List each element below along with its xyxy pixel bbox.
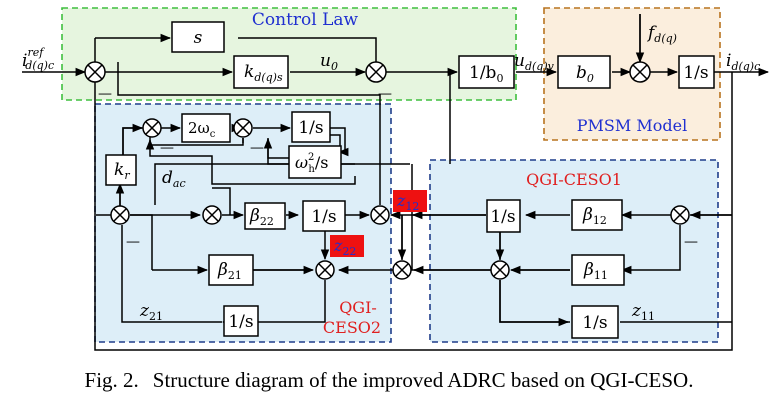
kds-label: kd(q)s bbox=[244, 62, 283, 84]
z12-highlight bbox=[393, 190, 427, 212]
beta22-block bbox=[244, 202, 286, 230]
integrator-upper-block bbox=[291, 111, 331, 143]
sum-junction bbox=[84, 61, 106, 83]
sum-junction bbox=[629, 61, 651, 83]
integrator-z21-label: 1/s bbox=[228, 312, 253, 332]
integrator-z22-block bbox=[302, 200, 346, 232]
kds-block bbox=[233, 55, 289, 89]
integrator-z11-block bbox=[571, 305, 619, 339]
ud-label: ud(q)v bbox=[514, 51, 555, 73]
sum-junction bbox=[110, 205, 130, 225]
sum-junction bbox=[392, 260, 412, 280]
inv-b0-block bbox=[458, 55, 515, 89]
u0-label: u0 bbox=[320, 51, 338, 73]
beta21-block bbox=[208, 254, 254, 286]
b0-block bbox=[557, 55, 611, 89]
z12-label: z12 bbox=[396, 191, 419, 213]
kr-block bbox=[105, 154, 137, 186]
wh2-block bbox=[288, 145, 342, 179]
minus-sign: — bbox=[98, 86, 112, 102]
z21-label: z21 bbox=[139, 301, 163, 323]
blocks bbox=[105, 21, 715, 339]
minus-signs: — — — — — — bbox=[98, 86, 698, 250]
sum-junction bbox=[370, 205, 390, 225]
beta21-label: β21 bbox=[217, 260, 242, 282]
sum-junction bbox=[142, 118, 162, 138]
minus-sign: — bbox=[684, 234, 698, 250]
figure-caption: Fig. 2. Structure diagram of the improved… bbox=[0, 368, 778, 393]
sum-junction bbox=[233, 118, 253, 138]
s-label: s bbox=[194, 28, 203, 48]
caption-label: Fig. 2. bbox=[84, 368, 139, 392]
s-block bbox=[171, 21, 225, 53]
qgi-ceso1-title: QGI-CESO1 bbox=[526, 170, 622, 189]
integrator-z21-block bbox=[223, 305, 259, 337]
pmsm-integrator-label: 1/s bbox=[683, 63, 708, 83]
control-law-region bbox=[61, 7, 517, 101]
sum-junction bbox=[202, 205, 222, 225]
adrc-structure-diagram: Control Law PMSM Model QGI- CESO2 QGI-CE… bbox=[22, 7, 770, 351]
beta11-label: β11 bbox=[583, 260, 608, 282]
inv-b0-label: 1/b0 bbox=[469, 63, 503, 85]
beta22-label: β22 bbox=[249, 206, 274, 228]
b0-label: b0 bbox=[576, 63, 594, 85]
z11-label: z11 bbox=[631, 301, 655, 323]
minus-sign: — bbox=[126, 234, 140, 250]
beta11-block bbox=[571, 254, 625, 286]
fd-label: fd(q) bbox=[646, 23, 677, 45]
dac-label: dac bbox=[162, 168, 186, 190]
sum-junction bbox=[490, 260, 510, 280]
two-wc-label: 2ωc bbox=[188, 119, 216, 140]
minus-sign: — bbox=[378, 86, 392, 102]
z22-highlight bbox=[330, 235, 364, 257]
summing-junctions bbox=[84, 61, 690, 280]
minus-sign: — bbox=[250, 140, 264, 156]
integrator-z22-label: 1/s bbox=[311, 207, 336, 227]
integrator-upper-label: 1/s bbox=[298, 118, 323, 138]
integrator-z11-label: 1/s bbox=[582, 313, 607, 333]
highlighted-labels: z12 z22 bbox=[330, 190, 427, 258]
qgi-ceso2-title-line2: CESO2 bbox=[323, 318, 381, 337]
caption-text: Structure diagram of the improved ADRC b… bbox=[152, 368, 694, 392]
sum-junction bbox=[315, 260, 335, 280]
minus-sign: — bbox=[160, 140, 174, 156]
pmsm-title: PMSM Model bbox=[577, 116, 687, 135]
integrator-z12-block bbox=[486, 199, 521, 233]
beta12-label: β12 bbox=[582, 205, 607, 227]
kr-label: kr bbox=[114, 160, 130, 182]
idq-label: id(q)c bbox=[726, 51, 760, 73]
qgi-ceso2-title-line1: QGI- bbox=[339, 298, 377, 317]
beta12-block bbox=[571, 199, 623, 231]
pmsm-integrator-block bbox=[678, 55, 715, 89]
control-law-title: Control Law bbox=[252, 10, 359, 30]
sum-junction bbox=[365, 61, 387, 83]
arrows bbox=[22, 14, 770, 327]
two-wc-block bbox=[181, 113, 231, 143]
z22-label: z22 bbox=[333, 236, 356, 258]
sum-junction bbox=[670, 205, 690, 225]
integrator-z12-label: 1/s bbox=[490, 207, 515, 227]
